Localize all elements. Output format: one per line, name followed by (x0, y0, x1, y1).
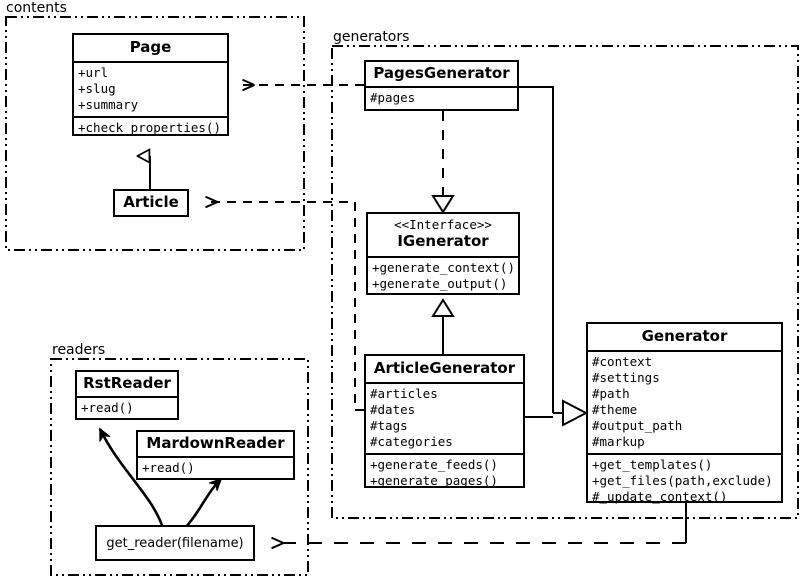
attribute: #articles (370, 386, 438, 402)
class-name-generator: Generator (641, 327, 728, 345)
dependency-articlegenerator-to-article (206, 202, 364, 411)
attribute: +slug (78, 81, 116, 97)
operation: +generate_pages() (370, 473, 498, 489)
class-operations-generator: +get_templates() +get_files(path,exclude… (588, 453, 781, 508)
attribute: #settings (592, 370, 660, 386)
class-box-article[interactable]: Article (113, 189, 189, 217)
class-operations-mardownreader: +read() (138, 456, 293, 479)
operation: +generate_feeds() (370, 457, 498, 473)
class-name-rstreader: RstReader (83, 374, 171, 392)
class-attributes-articlegenerator: #articles #dates #tags #categories (366, 382, 523, 453)
attribute: #categories (370, 434, 453, 450)
operation: +read() (142, 460, 195, 476)
function-label-get-reader: get_reader(filename) (106, 535, 244, 551)
function-box-get-reader[interactable]: get_reader(filename) (95, 525, 255, 561)
class-name-articlegenerator: ArticleGenerator (373, 359, 516, 377)
class-name-article: Article (123, 193, 179, 211)
class-box-rstreader[interactable]: RstReader +read() (75, 370, 179, 420)
generalization-articlegenerator-to-igenerator (431, 298, 455, 355)
dependency-getreader-to-mardownreader (184, 479, 221, 529)
class-name-pagesgenerator: PagesGenerator (373, 64, 510, 82)
class-operations-articlegenerator: +generate_feeds() +generate_pages() (366, 453, 523, 492)
attribute: #markup (592, 434, 645, 450)
attribute: +url (78, 65, 109, 81)
attribute: #context (592, 354, 653, 370)
class-header-igenerator: <<Interface>> IGenerator (368, 214, 518, 256)
class-operations-igenerator: +generate_context() +generate_output() (368, 255, 518, 295)
class-box-page[interactable]: Page +url +slug +summary +check_properti… (72, 33, 229, 136)
operation: +generate_output() (372, 275, 508, 291)
realization-pagesgenerator-to-igenerator (431, 111, 455, 214)
class-box-pagesgenerator[interactable]: PagesGenerator #pages (364, 60, 519, 111)
class-name-mardownreader: MardownReader (146, 434, 285, 452)
class-box-mardownreader[interactable]: MardownReader +read() (136, 430, 295, 480)
attribute: #path (592, 386, 630, 402)
attribute: #output_path (592, 418, 683, 434)
class-box-articlegenerator[interactable]: ArticleGenerator #articles #dates #tags … (364, 354, 525, 488)
operation: +read() (81, 400, 134, 416)
class-attributes-generator: #context #settings #path #theme #output_… (588, 350, 781, 453)
attribute: #dates (370, 402, 416, 418)
class-name-page: Page (129, 38, 172, 56)
attribute: #pages (370, 90, 416, 106)
class-attributes-page: +url +slug +summary (74, 61, 227, 116)
class-operations-rstreader: +read() (77, 396, 177, 419)
class-attributes-pagesgenerator: #pages (366, 86, 517, 109)
class-box-igenerator[interactable]: <<Interface>> IGenerator +generate_conte… (366, 212, 520, 295)
package-label-contents: contents (4, 0, 69, 16)
attribute: +summary (78, 97, 139, 113)
package-label-readers: readers (50, 342, 108, 358)
class-stereotype-igenerator: <<Interface>> (394, 217, 492, 232)
operation: +get_templates() (592, 457, 713, 473)
class-box-generator[interactable]: Generator #context #settings #path #them… (586, 322, 783, 504)
operation: +generate_context() (372, 259, 515, 275)
class-name-igenerator: IGenerator (397, 232, 489, 251)
operation: +check_properties() (78, 120, 221, 136)
class-operations-page: +check_properties() (74, 116, 227, 139)
attribute: #tags (370, 418, 408, 434)
attribute: #theme (592, 402, 638, 418)
dependency-generator-to-getreader (272, 503, 687, 543)
operation: #_update_context() (592, 489, 728, 505)
operation: +get_files(path,exclude) (592, 473, 773, 489)
generalization-to-generator (519, 86, 589, 427)
package-label-generators: generators (331, 29, 412, 45)
